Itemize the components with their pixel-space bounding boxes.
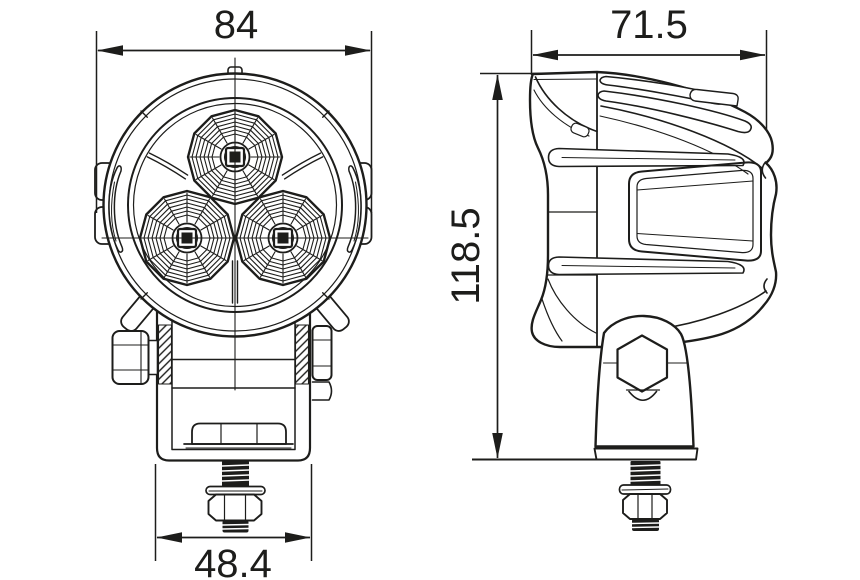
- stud-tip: [221, 520, 250, 533]
- dim-side-width: 71.5: [530, 3, 768, 131]
- cavity-crescent-left: [108, 165, 124, 253]
- bracket-washer-hatch-left: [157, 324, 173, 385]
- side-view: [528, 70, 778, 531]
- lamp-outer-housing: [94, 66, 373, 338]
- cavity-crescent-right: [346, 165, 362, 253]
- dimension-label-front-width: 84: [214, 3, 259, 47]
- dimension-label-bracket-width: 48.4: [194, 542, 272, 580]
- bracket-bolt-head: [183, 422, 294, 449]
- pedestal-mount: [593, 314, 699, 461]
- arrowhead-left-icon: [156, 532, 182, 543]
- front-view: [94, 57, 373, 533]
- arrowhead-up-icon: [492, 74, 503, 100]
- pivot-bolt-right: [311, 325, 333, 401]
- pedestal-base-flange: [593, 447, 699, 461]
- dimension-label-side-width: 71.5: [610, 3, 688, 47]
- side-housing: [528, 70, 778, 349]
- dim-bracket-width: 48.4: [154, 464, 313, 580]
- handle-recess: [628, 161, 762, 262]
- horizontal-fin-slots: [547, 147, 745, 276]
- mounting-stud-side: [618, 461, 672, 531]
- dimension-label-overall-height: 118.5: [444, 207, 488, 304]
- reflector-cavity-details: [108, 152, 362, 304]
- shoulder-notch: [570, 122, 590, 138]
- mounting-bracket-front: [111, 309, 333, 462]
- arrowhead-down-icon: [492, 433, 503, 459]
- dim-front-width: 84: [95, 3, 373, 213]
- top-fin-slots: [597, 75, 763, 175]
- stud-tip-side: [631, 519, 660, 531]
- arrowhead-right-icon: [345, 45, 371, 56]
- arrowhead-right-icon: [740, 49, 766, 61]
- dim-overall-height: 118.5: [444, 72, 598, 461]
- pedestal-hex-bolt: [616, 334, 669, 393]
- arrowhead-left-icon: [532, 49, 558, 61]
- hex-nut: [207, 493, 263, 522]
- mounting-stud-front: [205, 461, 266, 533]
- hex-nut-side: [622, 493, 668, 520]
- adjuster-knob-left: [111, 330, 159, 385]
- threaded-stud-side: [629, 461, 662, 485]
- dimension-annotations: 84 71.5 118.5 48.4: [95, 3, 768, 580]
- threaded-stud: [221, 461, 250, 487]
- arrowhead-right-icon: [285, 532, 311, 543]
- arrowhead-left-icon: [97, 45, 123, 56]
- bracket-washer-hatch-right: [294, 324, 310, 385]
- front-center-lines: [101, 57, 369, 391]
